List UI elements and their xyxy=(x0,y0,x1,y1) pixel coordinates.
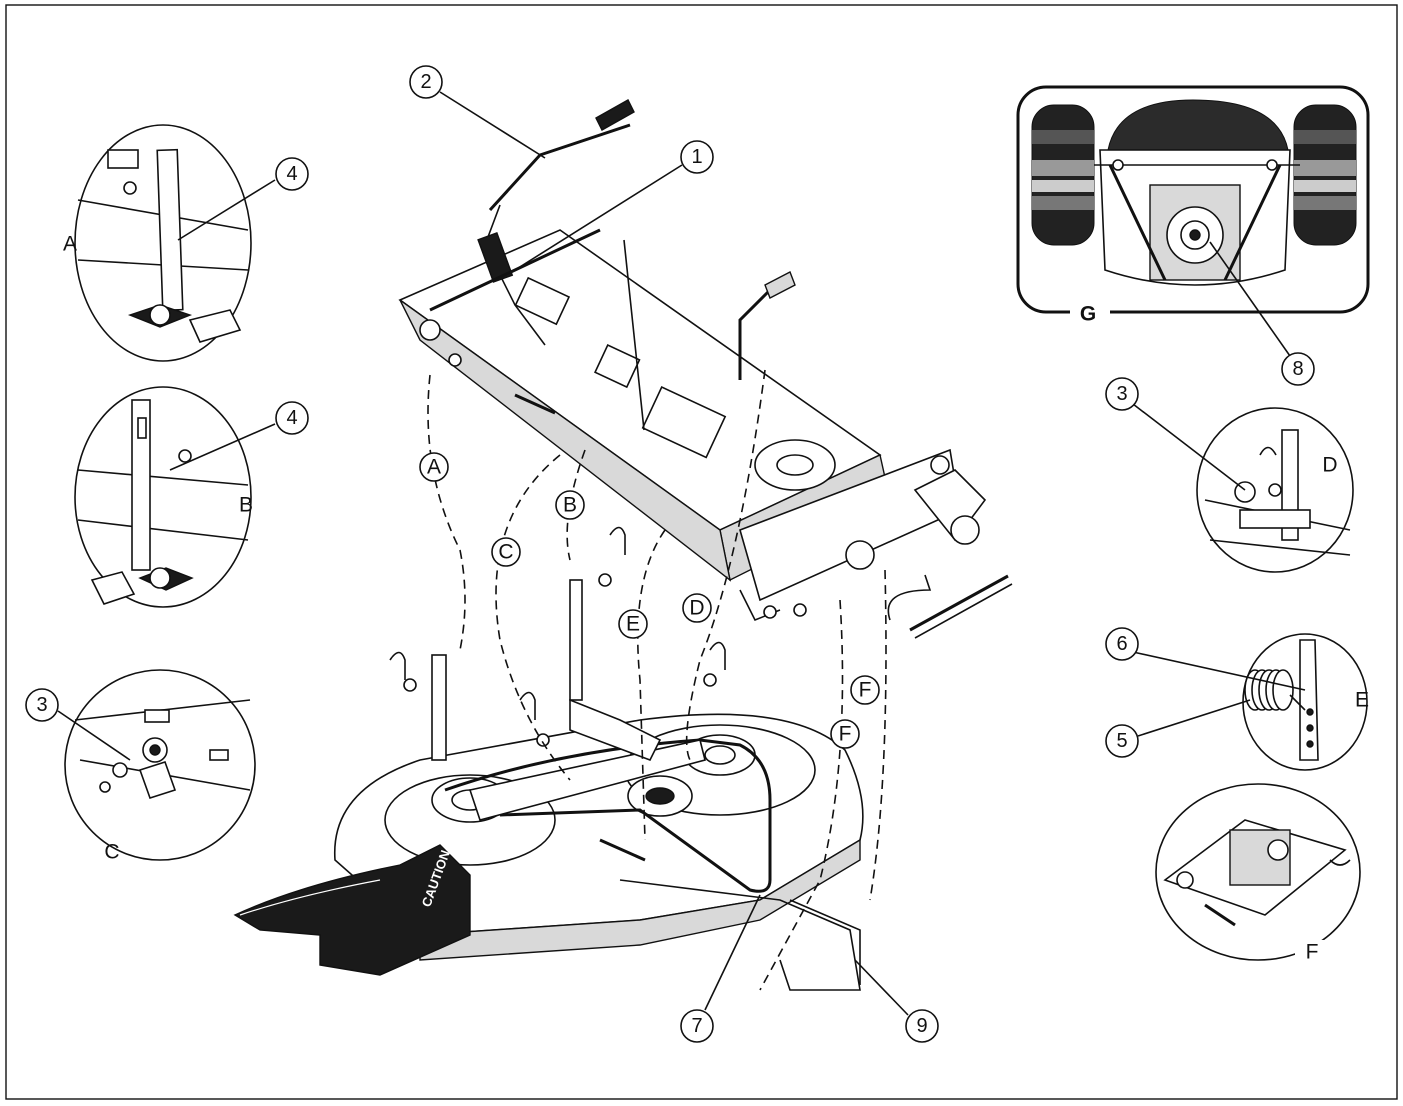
callout-3-right: 3 xyxy=(1116,383,1127,405)
letter-f-path-2: F xyxy=(839,723,852,746)
letter-c-inset: C xyxy=(104,841,119,864)
callout-9-circle xyxy=(905,1009,939,1043)
callout-4-top-circle xyxy=(275,157,309,191)
callout-2: 2 xyxy=(420,71,431,93)
letter-a-path: A xyxy=(427,456,441,479)
path-f1 xyxy=(759,599,844,991)
letter-g-inset: G xyxy=(1080,303,1096,326)
callout-4-top: 4 xyxy=(286,163,297,185)
callout-2-circle xyxy=(409,65,443,99)
letter-b-path: B xyxy=(563,494,577,517)
callout-5-circle xyxy=(1105,724,1139,758)
inset-f: F xyxy=(1155,783,1361,966)
callout-7: 7 xyxy=(691,1015,702,1037)
letter-c-path: C xyxy=(498,541,513,564)
callout-8-circle xyxy=(1281,352,1315,386)
callout-6: 6 xyxy=(1116,633,1127,655)
callout-6-circle xyxy=(1105,627,1139,661)
letter-a-inset: A xyxy=(63,233,77,256)
letter-b-inset: B xyxy=(239,494,253,517)
callout-4-mid: 4 xyxy=(286,407,297,429)
path-f2 xyxy=(869,569,887,901)
mower-deck: CAUTION xyxy=(233,526,864,991)
letter-f-path-1: F xyxy=(859,679,872,702)
callout-1: 1 xyxy=(691,146,702,168)
inset-c: C xyxy=(64,669,256,864)
callout-4-mid-circle xyxy=(275,401,309,435)
inset-e: E xyxy=(1242,633,1369,771)
letter-d-path: D xyxy=(689,597,704,620)
callout-5: 5 xyxy=(1116,730,1127,752)
path-d xyxy=(685,369,766,761)
callout-1-circle xyxy=(680,140,714,174)
chassis-frame xyxy=(398,229,1013,639)
letter-e-path: E xyxy=(626,613,640,636)
path-a xyxy=(427,374,466,651)
callout-8: 8 xyxy=(1292,358,1303,380)
inset-b: B xyxy=(74,386,253,608)
callout-3-left-circle xyxy=(25,688,59,722)
letter-f-inset: F xyxy=(1306,941,1319,964)
inset-g: G xyxy=(1016,85,1370,326)
callout-3-right-circle xyxy=(1105,377,1139,411)
inset-d: D xyxy=(1196,407,1354,573)
callout-9: 9 xyxy=(916,1015,927,1037)
callout-7-circle xyxy=(680,1009,714,1043)
callout-3-left: 3 xyxy=(36,694,47,716)
page-frame xyxy=(5,4,1398,1100)
path-e xyxy=(636,529,666,841)
letter-d-inset: D xyxy=(1322,454,1337,477)
inset-a: A xyxy=(63,124,252,362)
letter-e-inset: E xyxy=(1355,689,1369,712)
